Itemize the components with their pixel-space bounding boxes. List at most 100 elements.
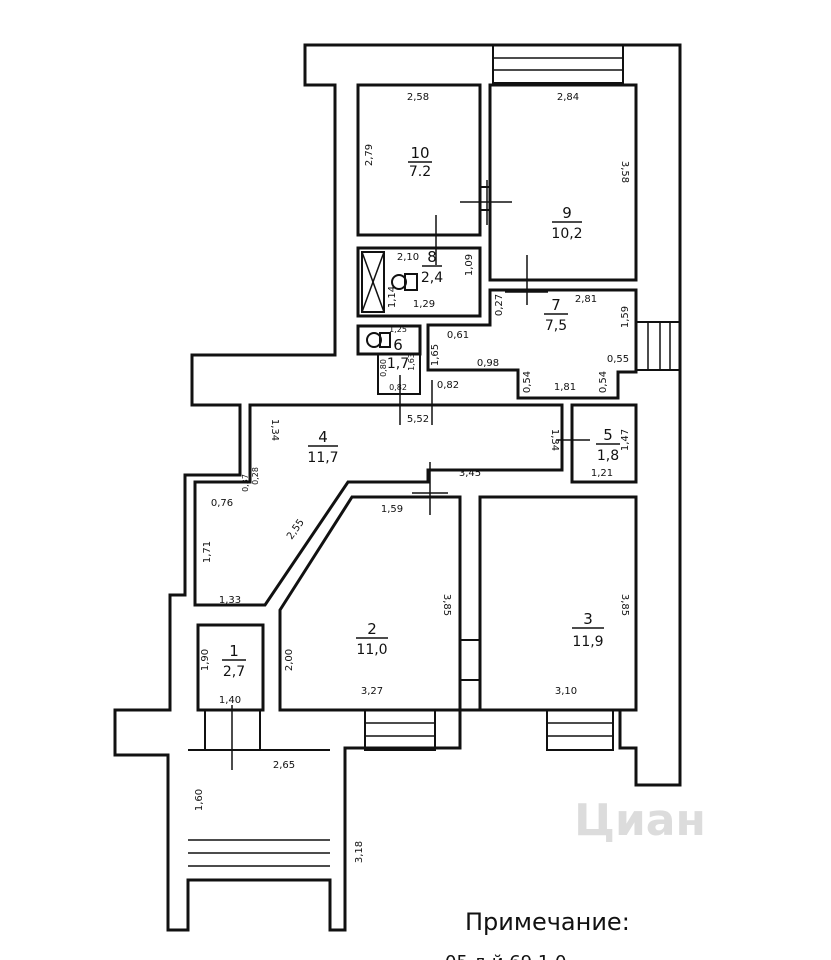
svg-text:8: 8 xyxy=(427,248,437,266)
svg-text:1,34: 1,34 xyxy=(269,419,280,441)
svg-text:3,18: 3,18 xyxy=(354,841,365,863)
svg-text:1,7: 1,7 xyxy=(387,356,409,372)
stair-room-3 xyxy=(546,709,614,751)
svg-text:1,47: 1,47 xyxy=(620,429,631,451)
svg-text:0,61: 0,61 xyxy=(447,330,469,341)
stair-room-2 xyxy=(364,709,436,751)
svg-text:3,45: 3,45 xyxy=(459,468,481,479)
room-4-outline xyxy=(193,403,564,607)
svg-text:3,27: 3,27 xyxy=(361,686,383,697)
top-stair xyxy=(492,44,624,84)
room-5-label: 5 1,8 xyxy=(596,426,620,464)
svg-text:1,65: 1,65 xyxy=(430,344,441,366)
svg-text:1,63: 1,63 xyxy=(407,353,416,371)
svg-text:2,79: 2,79 xyxy=(364,144,375,166)
svg-text:6: 6 xyxy=(393,336,403,354)
room-1-label: 1 2,7 xyxy=(222,642,246,680)
svg-text:2,4: 2,4 xyxy=(421,270,443,286)
svg-text:0,27: 0,27 xyxy=(494,294,505,316)
porch xyxy=(188,705,330,867)
svg-text:1,34: 1,34 xyxy=(549,429,560,451)
door-10-9 xyxy=(460,180,512,225)
svg-text:9: 9 xyxy=(562,204,572,222)
svg-text:0,80: 0,80 xyxy=(379,359,388,377)
svg-text:0,98: 0,98 xyxy=(477,358,499,369)
svg-text:3,85: 3,85 xyxy=(619,594,630,616)
svg-text:11,7: 11,7 xyxy=(307,450,338,466)
svg-text:0,28: 0,28 xyxy=(251,467,260,485)
svg-text:2,84: 2,84 xyxy=(557,92,579,103)
svg-text:1,81: 1,81 xyxy=(554,382,576,393)
svg-text:2,81: 2,81 xyxy=(575,294,597,305)
room-5-outline xyxy=(570,403,638,484)
svg-text:2,55: 2,55 xyxy=(285,517,307,542)
svg-text:10,2: 10,2 xyxy=(551,226,582,242)
svg-text:2: 2 xyxy=(367,620,377,638)
svg-text:7.2: 7.2 xyxy=(409,164,431,180)
room-8-outline xyxy=(356,246,482,318)
svg-text:5,52: 5,52 xyxy=(407,414,429,425)
dimension-labels: 2,58 2,79 2,84 3,58 2,10 1,09 1,29 1,14 … xyxy=(194,92,631,863)
svg-text:1,25: 1,25 xyxy=(389,325,407,334)
svg-text:11,9: 11,9 xyxy=(572,634,603,650)
svg-text:1: 1 xyxy=(229,642,239,660)
svg-text:0,55: 0,55 xyxy=(607,354,629,365)
note-title: Примечание: xyxy=(465,908,630,936)
room-4-label: 4 11,7 xyxy=(307,428,338,466)
svg-text:7: 7 xyxy=(551,296,561,314)
room-10-label: 10 7.2 xyxy=(408,144,432,180)
room-10-outline xyxy=(356,83,482,237)
svg-text:2,65: 2,65 xyxy=(273,760,295,771)
svg-text:1,90: 1,90 xyxy=(200,649,211,671)
room-9-outline xyxy=(488,83,638,282)
room-7-label: 7 7,5 xyxy=(544,296,568,334)
svg-text:7,5: 7,5 xyxy=(545,318,567,334)
room-8-label: 8 2,4 xyxy=(421,248,443,286)
room-2-label: 2 11,0 xyxy=(356,620,388,658)
svg-text:10: 10 xyxy=(410,144,429,162)
outer-wall xyxy=(113,43,682,932)
window-2-3 xyxy=(460,639,480,681)
svg-text:0,37: 0,37 xyxy=(241,474,250,492)
svg-text:0,82: 0,82 xyxy=(437,380,459,391)
svg-text:3,58: 3,58 xyxy=(619,161,630,183)
svg-text:3,10: 3,10 xyxy=(555,686,577,697)
svg-text:11,0: 11,0 xyxy=(356,642,387,658)
svg-text:1,59: 1,59 xyxy=(620,306,631,328)
svg-text:0,54: 0,54 xyxy=(522,371,533,393)
note-line: 05 д й 69 1 0 xyxy=(445,952,566,960)
svg-text:1,40: 1,40 xyxy=(219,695,241,706)
room-2-outline xyxy=(278,495,462,712)
svg-text:0,82: 0,82 xyxy=(389,383,407,392)
room-3-outline xyxy=(478,495,638,712)
room-9-label: 9 10,2 xyxy=(551,204,582,242)
shower-cabinet xyxy=(361,251,385,313)
svg-text:0,76: 0,76 xyxy=(211,498,233,509)
room-6-label: 6 1,7 xyxy=(387,336,409,372)
toilet-icon xyxy=(391,273,418,291)
svg-text:1,33: 1,33 xyxy=(219,595,241,606)
room-3-label: 3 11,9 xyxy=(572,610,604,650)
svg-text:1,8: 1,8 xyxy=(597,448,619,464)
svg-text:2,00: 2,00 xyxy=(284,649,295,671)
svg-text:3,85: 3,85 xyxy=(441,594,452,616)
svg-text:1,21: 1,21 xyxy=(591,468,613,479)
svg-text:1,14: 1,14 xyxy=(387,286,398,308)
svg-text:1,09: 1,09 xyxy=(464,254,475,276)
svg-text:1,71: 1,71 xyxy=(202,541,213,563)
svg-text:2,10: 2,10 xyxy=(397,252,419,263)
toilet-icon-6 xyxy=(366,332,391,348)
svg-text:5: 5 xyxy=(603,426,613,444)
svg-text:1,60: 1,60 xyxy=(194,789,205,811)
watermark: Циан xyxy=(574,795,706,846)
svg-text:2,58: 2,58 xyxy=(407,92,429,103)
svg-text:1,29: 1,29 xyxy=(413,299,435,310)
svg-text:1,59: 1,59 xyxy=(381,504,403,515)
svg-text:2,7: 2,7 xyxy=(223,664,245,680)
svg-text:4: 4 xyxy=(318,428,328,446)
room-1-outline xyxy=(196,623,265,712)
side-stair xyxy=(635,321,681,371)
svg-text:0,54: 0,54 xyxy=(598,371,609,393)
svg-text:3: 3 xyxy=(583,610,593,628)
